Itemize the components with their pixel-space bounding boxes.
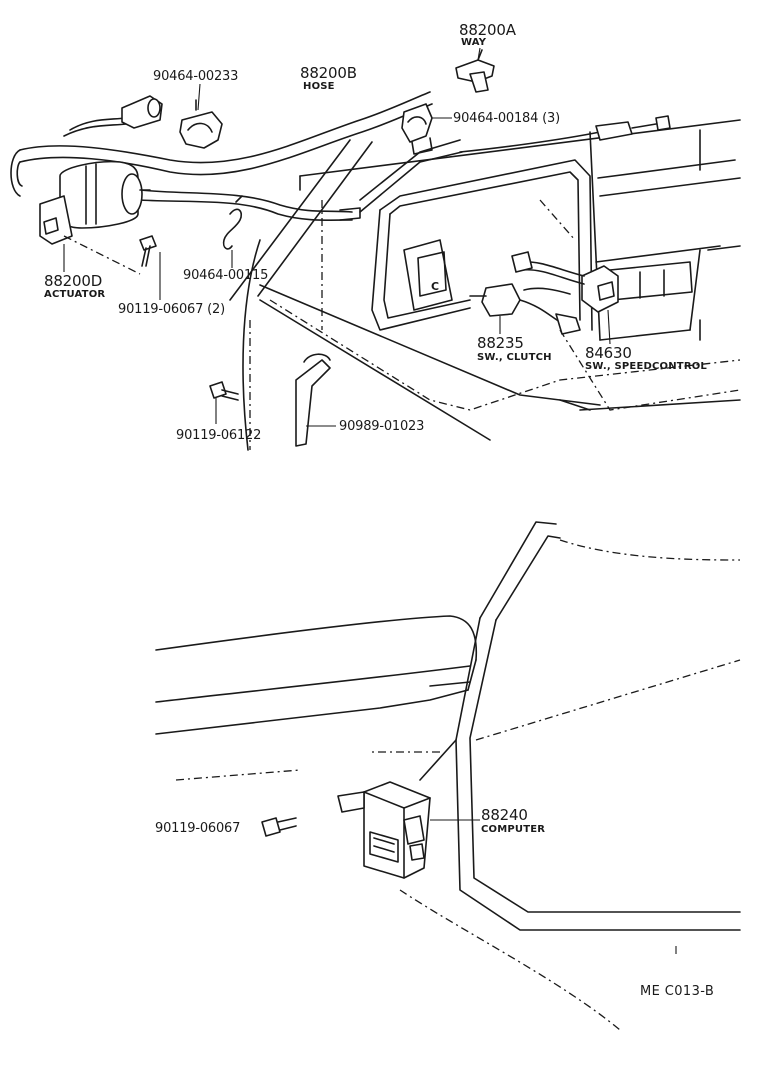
vacuum-fitting: [121, 95, 163, 129]
label-hose-number: 88200B: [300, 64, 357, 82]
label-way-number: 88200A: [459, 21, 516, 39]
bracket-01023: [295, 353, 331, 447]
way-fitting: [455, 49, 495, 93]
bolt-06122: [209, 381, 239, 401]
bolt-06067: [261, 817, 297, 837]
upper-leaders: [63, 47, 611, 427]
clip-00233: [179, 99, 223, 149]
label-clip-00184: 90464-00184 (3): [453, 111, 560, 126]
computer-unit: [337, 781, 431, 879]
label-clutch-number: 88235: [477, 334, 524, 352]
label-way-name: WAY: [461, 37, 487, 48]
hose: [10, 91, 463, 221]
label-clutch-name: SW., CLUTCH: [477, 352, 552, 363]
label-clip-00233: 90464-00233: [153, 69, 239, 84]
label-computer-name: COMPUTER: [481, 824, 546, 835]
label-speedcontrol-number: 84630: [585, 344, 632, 362]
label-speedcontrol-name: SW., SPEEDCONTROL: [585, 361, 707, 372]
lower-leaders: [430, 819, 677, 954]
dashboard-outline: [259, 119, 741, 441]
lower-body-outline: [155, 521, 741, 1031]
label-bolt-06067-pair: 90119-06067 (2): [118, 302, 225, 317]
column-frame: [371, 159, 593, 331]
clip-00184: [401, 103, 433, 155]
label-computer-number: 88240: [481, 806, 528, 824]
clip-00115: [222, 195, 243, 250]
clutch-switch: [469, 283, 581, 335]
label-actuator-number: 88200D: [44, 272, 103, 290]
label-actuator-name: ACTUATOR: [44, 289, 106, 300]
speedcontrol-switch: [511, 251, 619, 313]
label-bracket-01023: 90989-01023: [339, 419, 425, 434]
actuator: [39, 160, 151, 245]
label-bolt-06067: 90119-06067: [155, 821, 241, 836]
dash-letter: C: [431, 280, 440, 293]
figure-code: ME C013-B: [640, 984, 715, 999]
leader-bolt: [63, 235, 141, 275]
label-hose-name: HOSE: [303, 81, 335, 92]
actuator-cable: [139, 131, 601, 222]
bolt-06067-pair: [139, 235, 157, 267]
label-clip-00115: 90464-00115: [183, 268, 269, 283]
body-lines: [229, 139, 373, 451]
label-bolt-06122: 90119-06122: [176, 428, 262, 443]
cable-connector: [595, 115, 671, 141]
